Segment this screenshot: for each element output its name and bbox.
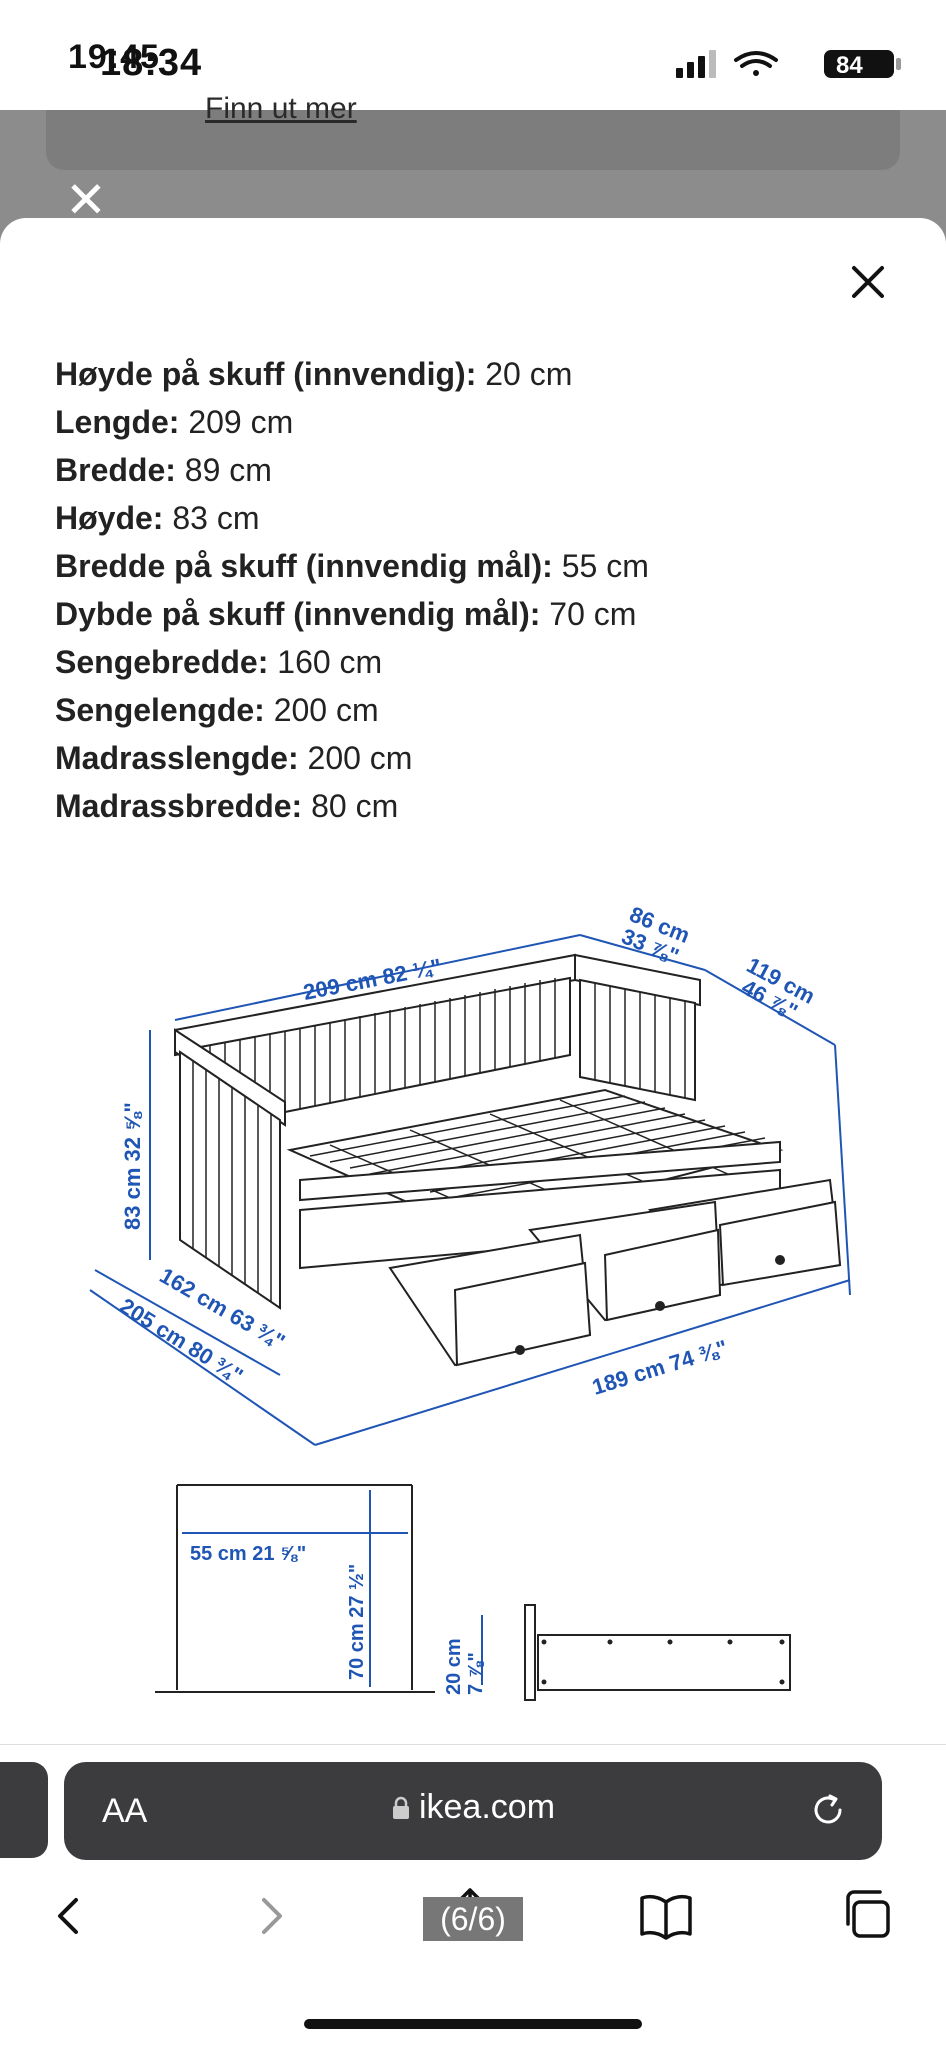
spec-value: 89 cm — [184, 452, 272, 488]
status-icons: 84 — [676, 50, 901, 79]
spec-label: Madrasslengde: — [55, 740, 299, 776]
spec-label: Dybde på skuff (innvendig mål): — [55, 596, 541, 632]
spec-row: Sengelengde: 200 cm — [55, 686, 915, 734]
status-time-b: 18:34 — [100, 42, 203, 84]
spec-value: 20 cm — [485, 356, 573, 392]
battery-level: 84 — [836, 52, 863, 79]
page-counter: (6/6) — [423, 1897, 523, 1941]
wifi-icon — [734, 51, 778, 76]
url-text: ikea.com — [418, 1788, 556, 1826]
dimension-lines — [89, 934, 851, 1446]
spec-row: Høyde på skuff (innvendig): 20 cm — [55, 350, 915, 398]
forward-button[interactable] — [240, 1880, 300, 1952]
dim-bottom: 189 cm 74 ⅜" — [589, 1335, 730, 1400]
spec-label: Sengelengde: — [55, 692, 265, 728]
status-bar: 19:45 18:34 84 — [0, 0, 946, 110]
spec-value: 70 cm — [549, 596, 637, 632]
spec-value: 160 cm — [277, 644, 383, 680]
spec-label: Madrassbredde: — [55, 788, 303, 824]
spec-row: Madrasslengde: 200 cm — [55, 734, 915, 782]
product-dimension-drawing: 209 cm 82 ¼" 86 cm 33 ⅞" 119 cm 46 ⅞" 83… — [89, 901, 851, 1701]
url-display[interactable]: ikea.com — [64, 1788, 882, 1827]
previous-tab[interactable] — [0, 1762, 48, 1858]
spec-label: Bredde: — [55, 452, 176, 488]
drawer-height-in-label: 7 ⅞" — [465, 1652, 487, 1695]
spec-row: Dybde på skuff (innvendig mål): 70 cm — [55, 590, 915, 638]
daybed-drawing — [174, 953, 842, 1367]
spec-row: Høyde: 83 cm — [55, 494, 915, 542]
spec-value: 83 cm — [172, 500, 260, 536]
status-time-a: 19:45 — [68, 38, 160, 76]
home-indicator[interactable] — [304, 2019, 642, 2029]
spec-label: Høyde på skuff (innvendig): — [55, 356, 477, 392]
address-bar[interactable]: AA ikea.com — [64, 1762, 882, 1860]
spec-value: 55 cm — [561, 548, 649, 584]
reader-settings-button[interactable]: AA — [102, 1792, 147, 1831]
aa-label: AA — [102, 1792, 148, 1830]
cellular-signal-icon — [676, 50, 716, 78]
spec-value: 200 cm — [273, 692, 379, 728]
drawer-front-view — [155, 1484, 435, 1693]
drawer-dimension-lines — [182, 1490, 483, 1687]
spec-label: Lengde: — [55, 404, 180, 440]
lock-icon — [392, 1796, 409, 1819]
spec-row: Lengde: 209 cm — [55, 398, 915, 446]
dim-height: 83 cm 32 ⅝" — [120, 1102, 145, 1230]
tabs-button[interactable] — [838, 1880, 898, 1952]
spec-row: Bredde på skuff (innvendig mål): 55 cm — [55, 542, 915, 590]
spec-value: 80 cm — [311, 788, 399, 824]
battery-icon: 84 — [824, 50, 901, 79]
spec-value: 200 cm — [307, 740, 413, 776]
bookmarks-button[interactable] — [636, 1880, 696, 1952]
spec-row: Sengebredde: 160 cm — [55, 638, 915, 686]
drawer-side-view — [524, 1604, 791, 1701]
close-sheet-button[interactable] — [848, 262, 888, 302]
drawer-height-cm-label: 20 cm — [443, 1638, 465, 1695]
spec-row: Bredde: 89 cm — [55, 446, 915, 494]
spec-row: Madrassbredde: 80 cm — [55, 782, 915, 830]
close-icon[interactable]: ✕ — [65, 172, 107, 228]
spec-label: Sengebredde: — [55, 644, 269, 680]
spec-label: Høyde: — [55, 500, 164, 536]
spec-label: Bredde på skuff (innvendig mål): — [55, 548, 553, 584]
spec-value: 209 cm — [188, 404, 294, 440]
drawer-depth-label: 70 cm 27 ½" — [346, 1564, 368, 1680]
background-link[interactable]: Finn ut mer — [205, 92, 357, 125]
back-button[interactable] — [40, 1880, 100, 1952]
reload-icon[interactable] — [806, 1788, 850, 1832]
background-card — [46, 110, 900, 170]
drawer-width-label: 55 cm 21 ⅝" — [190, 1543, 306, 1565]
